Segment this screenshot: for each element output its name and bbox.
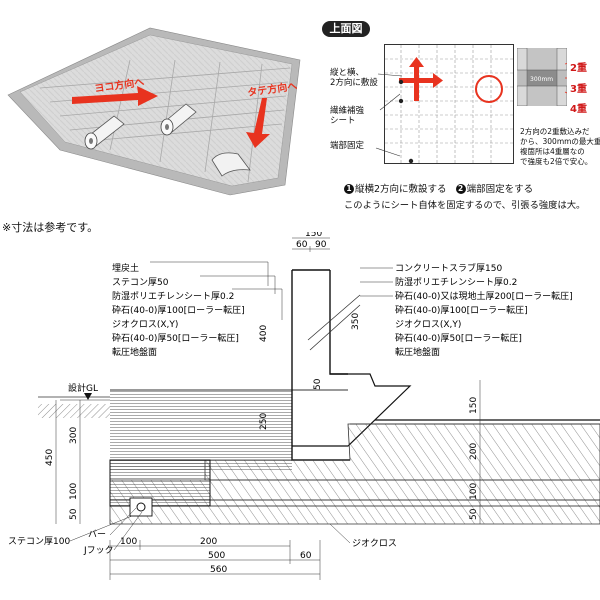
caption-step-1-icon: 1 — [344, 184, 354, 194]
overlap-note: 2方向の2重敷込みだ から、300mmの最大重 複箇所は4重層なの で強度も2倍… — [520, 127, 600, 166]
dim-top-150: 150 — [305, 232, 322, 239]
dim-bottom-200: 200 — [200, 537, 217, 547]
left-label-2: ステコン厚50 — [112, 277, 169, 288]
bottom-leader-lines — [69, 507, 351, 551]
plan-grid — [385, 45, 513, 164]
left-label-3: 防湿ポリエチレンシート厚0.2 — [112, 290, 234, 302]
dim-right-50: 50 — [469, 508, 479, 520]
right-label-2: 防湿ポリエチレンシート厚0.2 — [395, 276, 517, 288]
top-dimensions — [292, 237, 330, 252]
dim-left-100: 100 — [69, 483, 79, 500]
left-label-7: 転圧地盤面 — [112, 346, 157, 358]
dim-top-60: 60 — [296, 240, 308, 250]
dim-left-50: 50 — [69, 508, 79, 520]
dim-wall-400: 400 — [259, 325, 269, 342]
overlap-highlight — [475, 75, 503, 103]
layer-label-quadruple: 4重 — [570, 104, 587, 115]
plan-leader-lines — [375, 73, 403, 157]
caption-step-2-icon: 2 — [455, 184, 466, 194]
bottom-dimension-lines — [109, 540, 321, 580]
sheet-roll-vertical — [211, 152, 251, 177]
dim-top-90: 90 — [315, 240, 327, 250]
caption-step-2-text: 端部固定をする — [466, 184, 534, 195]
backfill-region — [110, 389, 348, 472]
dim-bottom-60: 60 — [300, 551, 312, 561]
plan-view-frame — [384, 44, 514, 164]
dim-wall-350: 350 — [351, 313, 361, 330]
jhook-label: Jフック — [83, 545, 114, 556]
footing — [109, 459, 211, 517]
dim-right-200: 200 — [469, 443, 479, 460]
design-gl-label: 設計GL — [68, 382, 98, 394]
dim-wall-50: 50 — [313, 378, 323, 390]
sheet-laying-illustration: ヨコ方向へ タテ方向へ — [7, 27, 301, 196]
dimension-reference-note: ※寸法は参考です。 — [2, 221, 99, 234]
left-label-4: 砕石(40-0)厚100[ローラー転圧] — [112, 304, 245, 316]
arrow-horizontal-direction — [72, 86, 158, 106]
dim-bottom-560: 560 — [210, 565, 227, 575]
plan-caption-line2: このようにシート自体を固定するので、引張る強度は大。 — [344, 200, 586, 211]
right-leader-lines — [360, 267, 393, 297]
overlap-dimension: 300mm — [530, 76, 553, 83]
plan-label-edge: 端部固定 — [330, 141, 365, 151]
two-direction-arrows — [399, 57, 443, 101]
plan-label-sheet: 繊維補強 シート — [330, 106, 365, 126]
sheet-roll-horizontal — [84, 115, 125, 150]
plan-label-laying: 縦と横、 2方向に敷設 — [330, 68, 378, 88]
dim-left-450: 450 — [45, 449, 55, 466]
right-label-7: 転圧地盤面 — [395, 346, 440, 358]
left-label-5: ジオクロス(X,Y) — [112, 319, 178, 330]
vertical-strips — [109, 59, 263, 183]
arrow-vertical-direction — [246, 98, 270, 148]
plan-view-title: 上面図 — [322, 21, 370, 37]
right-label-5: ジオクロス(X,Y) — [395, 319, 461, 330]
left-layer-labels: 埋戻土 ステコン厚50 防湿ポリエチレンシート厚0.2 砕石(40-0)厚100… — [112, 262, 245, 358]
left-label-6: 砕石(40-0)厚50[ローラー転圧] — [112, 332, 239, 344]
right-label-1: コンクリートスラブ厚150 — [395, 262, 502, 274]
caption-step-1-text: 縦横2方向に敷設する — [355, 184, 447, 195]
dim-wall-250: 250 — [259, 413, 269, 430]
stecon-100-label: ステコン厚100 — [8, 536, 70, 547]
layer-label-double: 2重 — [570, 63, 587, 74]
design-gl-marker — [60, 393, 110, 401]
dim-left-300: 300 — [69, 427, 79, 444]
sheet-roll-center — [160, 103, 197, 136]
sheet-layer — [19, 34, 293, 187]
right-label-4: 砕石(40-0)厚100[ローラー転圧] — [395, 304, 528, 316]
right-layer-labels: コンクリートスラブ厚150 防湿ポリエチレンシート厚0.2 砕石(40-0)又は… — [395, 262, 573, 358]
left-leader-lines — [150, 261, 283, 320]
foundation-cross-section: 設計GL 埋戻土 ステコン厚50 防湿ポリエチレンシート厚0.2 砕石(40-0… — [8, 232, 600, 580]
right-label-3: 砕石(40-0)又は現地土厚200[ローラー転圧] — [395, 290, 573, 302]
right-label-6: 砕石(40-0)厚50[ローラー転圧] — [395, 332, 522, 344]
overlap-zoom-box: 300mm — [517, 48, 567, 106]
left-dimension-lines — [55, 400, 81, 524]
bar-label: バー — [88, 529, 106, 540]
geocloth-label: ジオクロス — [352, 538, 397, 549]
dim-right-150: 150 — [469, 397, 479, 414]
left-label-1: 埋戻土 — [112, 262, 139, 274]
dim-bottom-100: 100 — [120, 537, 137, 547]
dim-bottom-500: 500 — [208, 551, 225, 561]
dim-right-100: 100 — [469, 483, 479, 500]
layer-label-triple: 3重 — [570, 84, 587, 95]
